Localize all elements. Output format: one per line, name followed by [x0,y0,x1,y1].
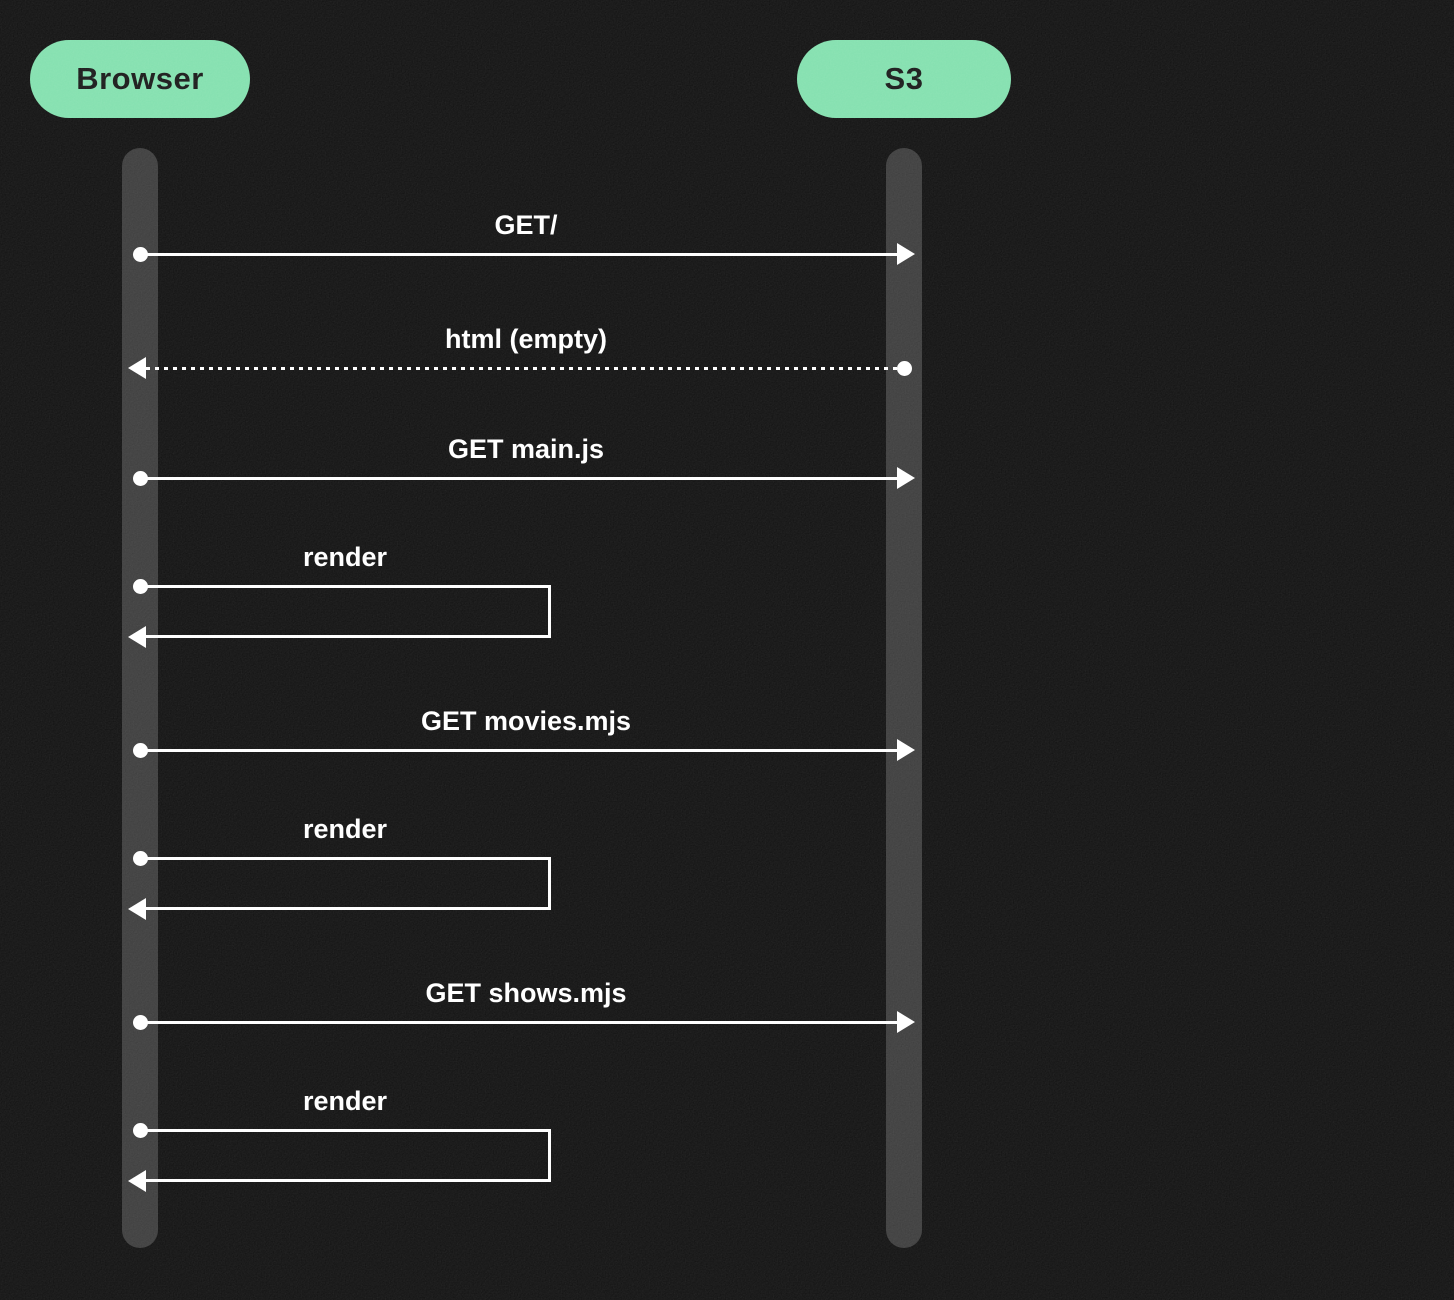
self-loop-top-line [140,585,551,588]
message-label: GET main.js [447,434,605,464]
actor-s3-label: S3 [884,61,924,96]
arrowhead-left-icon [128,357,146,379]
arrowhead-left-icon [128,898,146,920]
self-loop-right-line [548,1129,551,1182]
arrowhead-right-icon [897,1011,915,1033]
message-label: GET shows.mjs [425,978,627,1008]
self-loop-top-line [140,1129,551,1132]
message-line [140,1021,897,1024]
message-label: GET/ [494,210,558,240]
lifeline-s3 [886,148,922,1248]
message-line [140,749,897,752]
arrowhead-left-icon [128,626,146,648]
message-line-dotted [146,367,897,370]
self-loop-bottom-line [146,907,551,910]
self-loop-right-line [548,585,551,638]
actor-browser-pill: Browser [30,40,250,118]
message-line [140,477,897,480]
arrowhead-left-icon [128,1170,146,1192]
actor-browser-label: Browser [76,61,204,96]
arrowhead-right-icon [897,467,915,489]
message-label: html (empty) [445,324,607,354]
self-loop-bottom-line [146,635,551,638]
arrowhead-right-icon [897,243,915,265]
message-label: render [302,542,388,572]
actor-s3-pill: S3 [797,40,1011,118]
message-label: render [302,1086,388,1116]
message-source-dot [897,361,912,376]
message-line [140,253,897,256]
self-loop-bottom-line [146,1179,551,1182]
message-label: render [302,814,388,844]
arrowhead-right-icon [897,739,915,761]
self-loop-top-line [140,857,551,860]
lifeline-browser [122,148,158,1248]
message-label: GET movies.mjs [420,706,632,736]
self-loop-right-line [548,857,551,910]
